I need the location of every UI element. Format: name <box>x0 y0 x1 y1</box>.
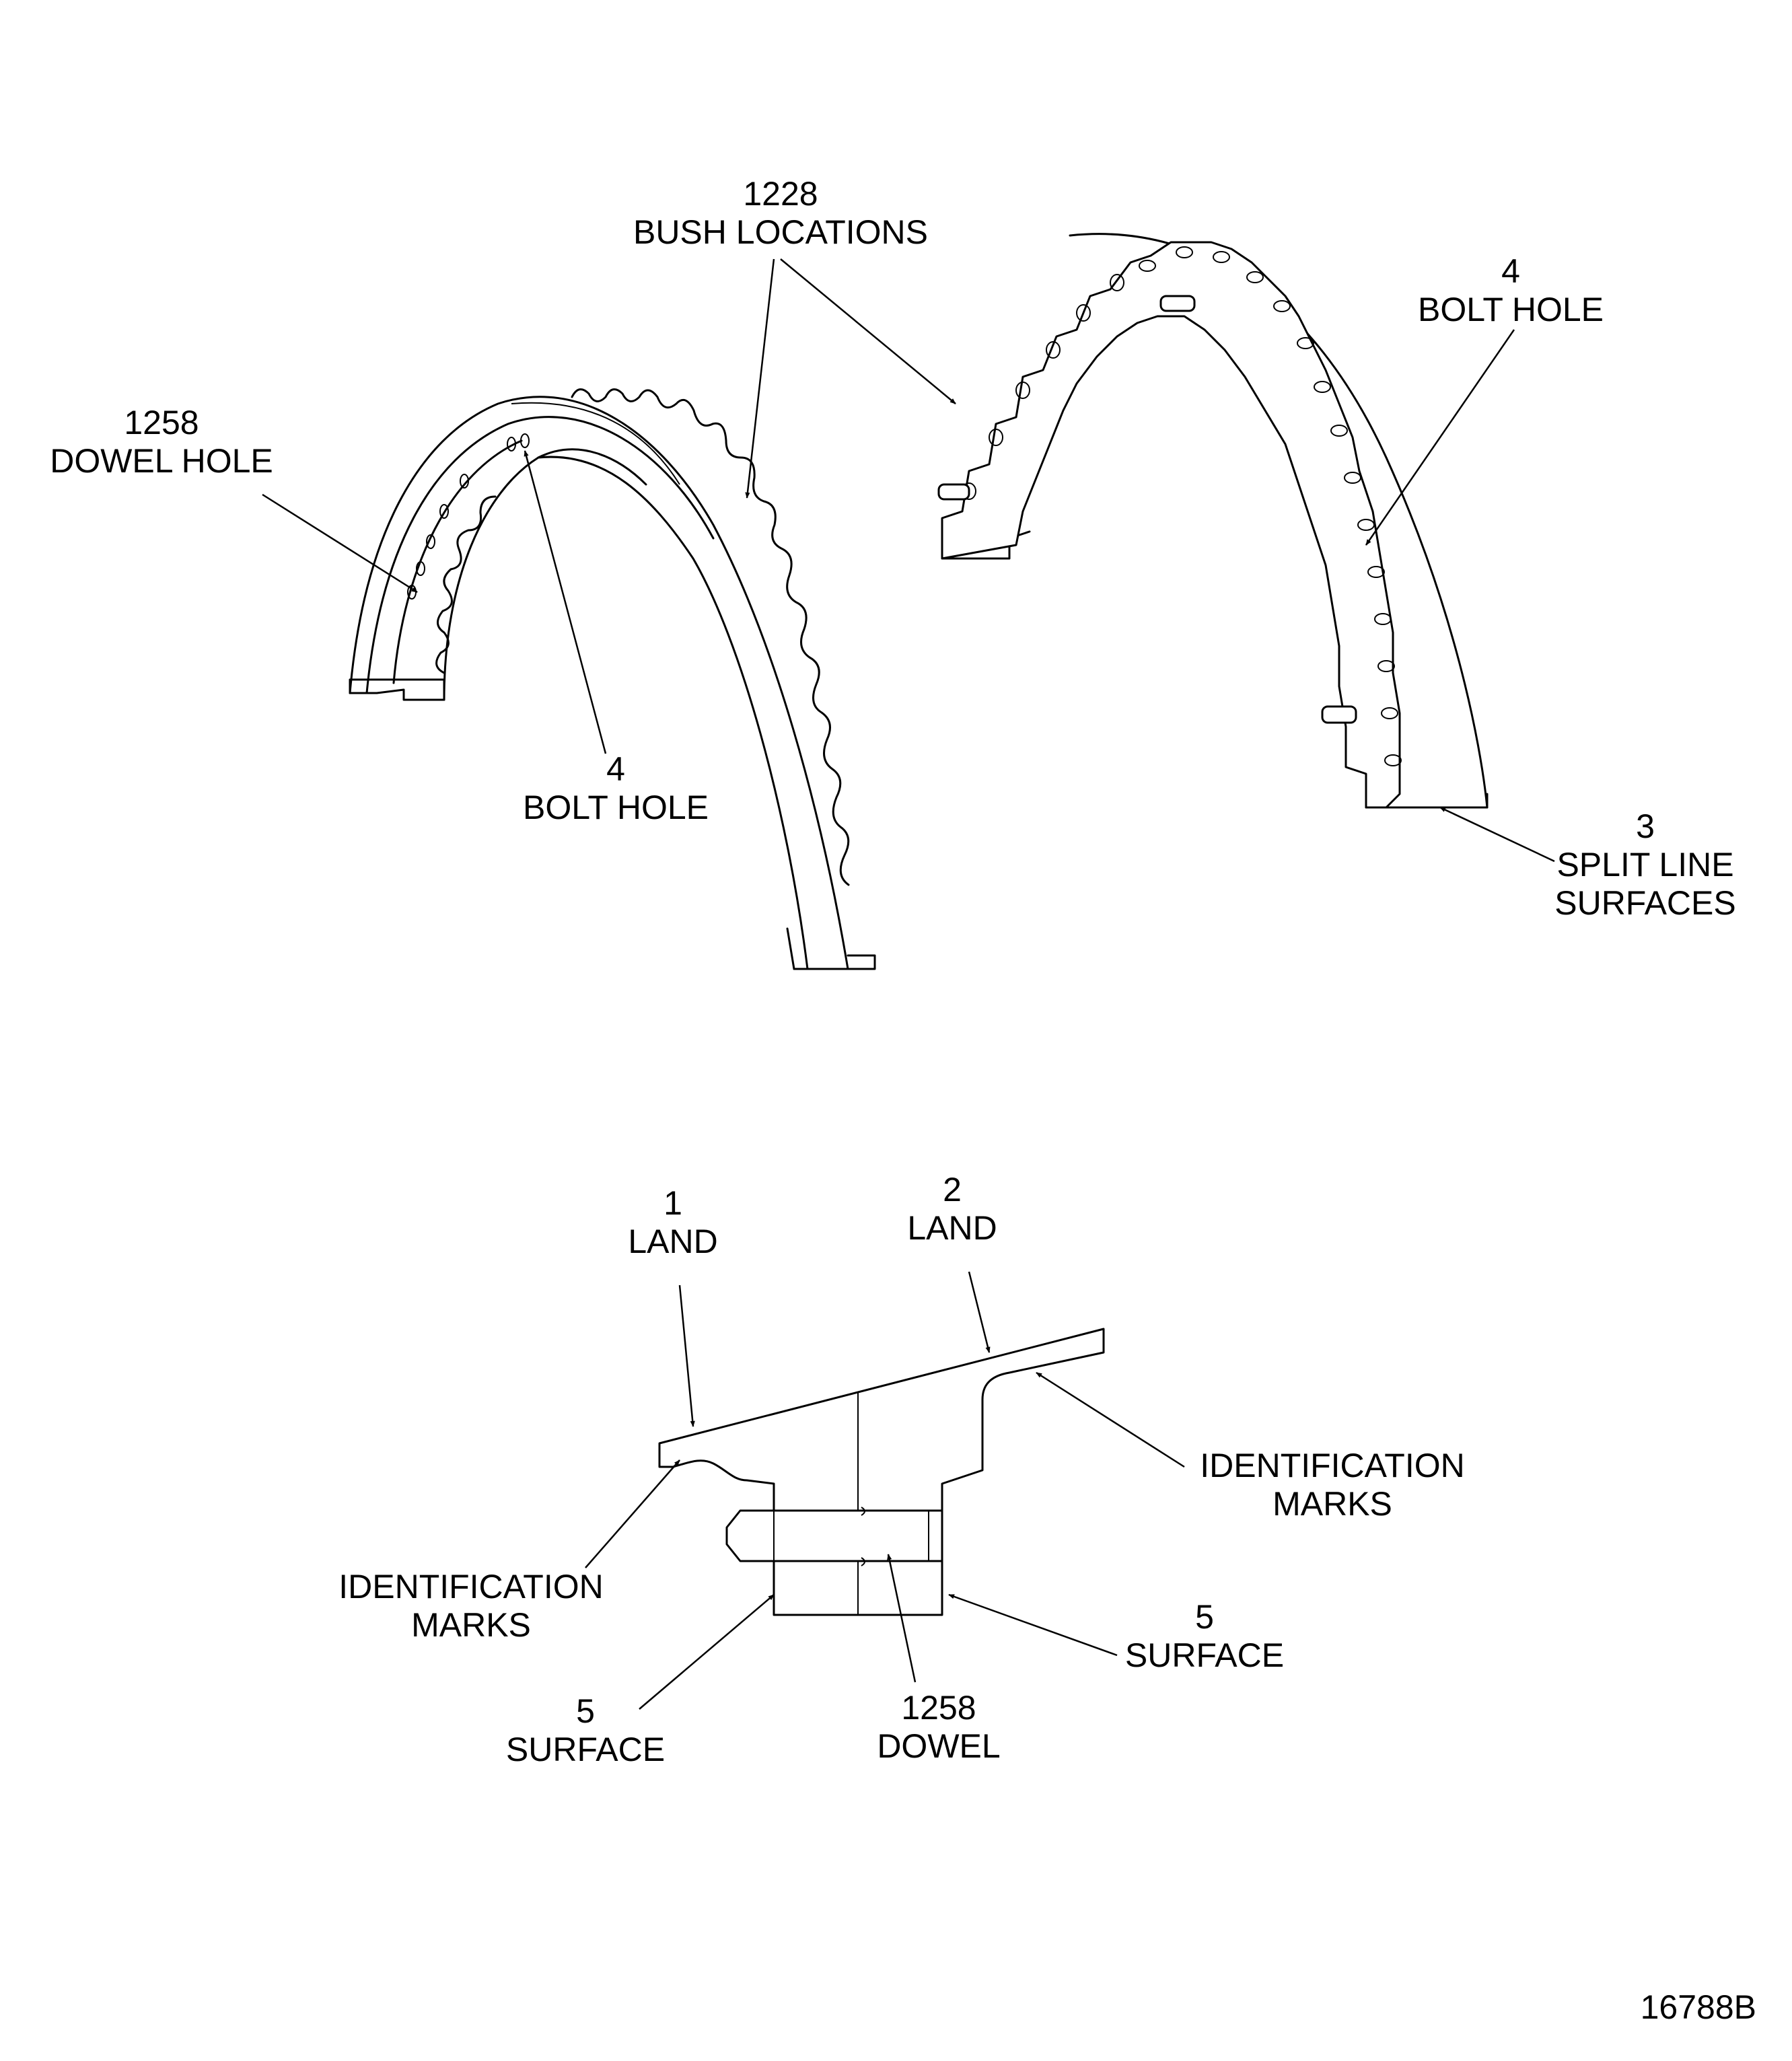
dowel-hole-num: 1258 <box>124 404 199 441</box>
split-text-2: SURFACES <box>1554 884 1736 922</box>
dowel-hole-text: DOWEL HOLE <box>50 442 273 480</box>
land1-text: LAND <box>628 1223 717 1260</box>
split-num: 3 <box>1636 807 1655 845</box>
bolt-hole-left-num: 4 <box>606 750 625 788</box>
bush-location-blocks <box>941 241 1402 809</box>
land2-text: LAND <box>907 1209 997 1247</box>
bolt-hole-right-text: BOLT HOLE <box>1418 291 1604 328</box>
labels: 1228 BUSH LOCATIONS 1258 DOWEL HOLE 4 BO… <box>50 175 1756 2026</box>
figure-id: 16788B <box>1641 1988 1756 2026</box>
dowel-hole-marks <box>407 433 530 600</box>
left-half-ring <box>349 388 876 970</box>
bolt-hole-left-text: BOLT HOLE <box>523 789 709 826</box>
dowel-num: 1258 <box>901 1689 976 1727</box>
land2-num: 2 <box>943 1171 962 1208</box>
ident-left-text-2: MARKS <box>411 1606 531 1644</box>
ident-left-text-1: IDENTIFICATION <box>338 1568 604 1605</box>
land1-num: 1 <box>664 1184 682 1222</box>
surface-right-text: SURFACE <box>1125 1636 1284 1674</box>
bush-text: BUSH LOCATIONS <box>633 213 928 251</box>
surface-right-num: 5 <box>1195 1598 1214 1636</box>
surface-left-num: 5 <box>576 1692 595 1730</box>
leader-lines <box>262 258 1555 1710</box>
ident-right-text-1: IDENTIFICATION <box>1200 1447 1465 1484</box>
bolt-hole-right-num: 4 <box>1501 252 1520 290</box>
dowel-text: DOWEL <box>877 1727 1000 1765</box>
surface-left-text: SURFACE <box>506 1731 665 1768</box>
split-text-1: SPLIT LINE <box>1556 846 1733 883</box>
section-view <box>658 1328 1105 1616</box>
bush-num: 1228 <box>743 175 818 213</box>
right-half-ring <box>937 233 1489 809</box>
ident-right-text-2: MARKS <box>1273 1485 1392 1523</box>
pins <box>937 295 1357 724</box>
